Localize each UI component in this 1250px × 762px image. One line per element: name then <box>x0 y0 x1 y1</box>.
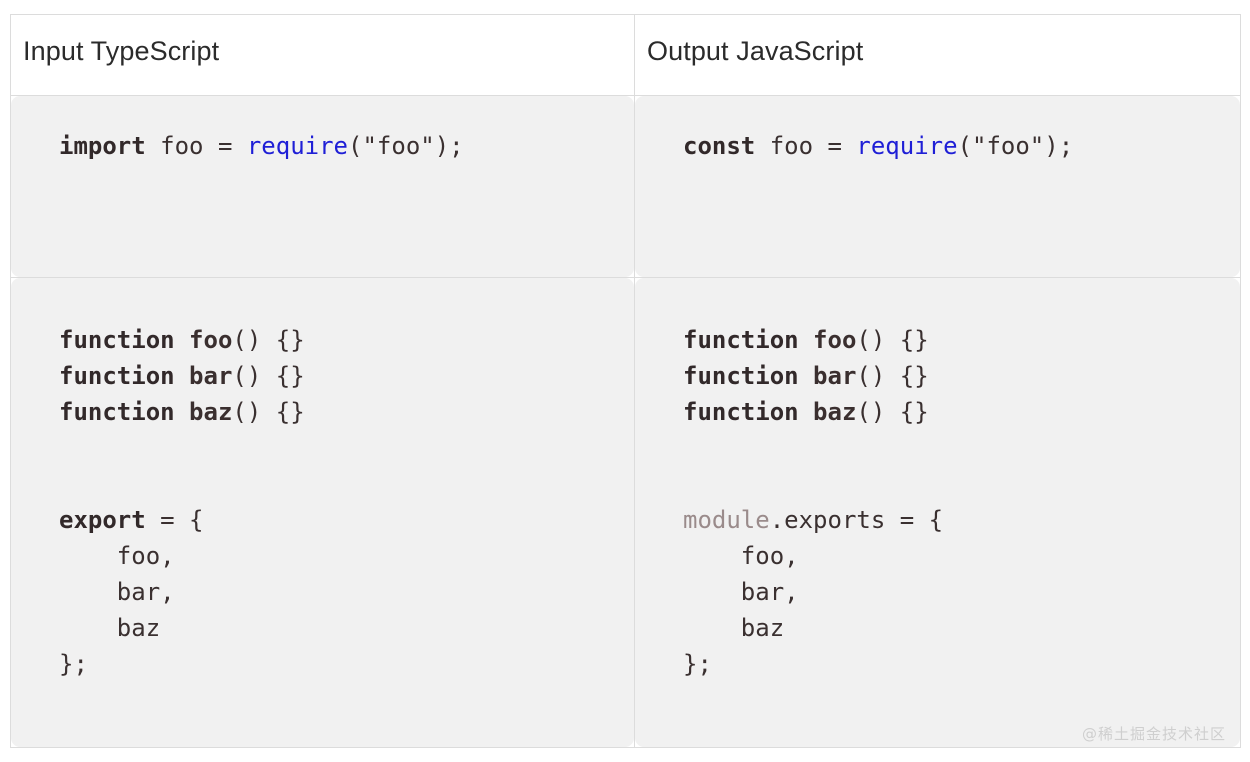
code-token-punc: () {} <box>856 326 929 354</box>
code-text-output-2: function foo() {} function bar() {} func… <box>683 322 1220 682</box>
code-token-fname: bar <box>189 362 233 390</box>
code-text-output-1: const foo = require("foo"); <box>683 128 1220 164</box>
code-token-kw: function <box>59 326 175 354</box>
code-token-plain: baz <box>683 614 785 642</box>
code-token-plain <box>175 326 189 354</box>
code-token-punc: ("foo"); <box>957 132 1074 160</box>
code-block-output-1: const foo = require("foo"); <box>635 96 1240 277</box>
code-token-kw: function <box>683 398 799 426</box>
code-token-fname: bar <box>813 362 857 390</box>
typescript-javascript-comparison-table: Input TypeScript Output JavaScript impor… <box>10 14 1241 748</box>
code-token-punc: () {} <box>232 398 305 426</box>
table-row: import foo = require("foo"); const foo =… <box>10 95 1241 278</box>
table-header-row: Input TypeScript Output JavaScript <box>10 14 1241 96</box>
column-header-output: Output JavaScript <box>634 14 1241 96</box>
code-block-input-2: function foo() {} function bar() {} func… <box>11 278 634 747</box>
code-token-plain <box>799 326 813 354</box>
code-token-punc: () {} <box>856 398 929 426</box>
code-token-kw: function <box>59 362 175 390</box>
code-token-plain: baz <box>59 614 161 642</box>
code-token-kw: function <box>683 326 799 354</box>
code-block-input-1: import foo = require("foo"); <box>11 96 634 277</box>
column-header-output-label: Output JavaScript <box>647 36 864 66</box>
code-token-plain: foo = <box>755 132 857 160</box>
code-cell-output-2: function foo() {} function bar() {} func… <box>634 277 1241 748</box>
code-blank-line <box>59 430 614 466</box>
code-token-plain: foo = <box>145 132 247 160</box>
column-header-input: Input TypeScript <box>10 14 635 96</box>
code-token-plain: foo, <box>59 542 175 570</box>
code-token-fname: foo <box>189 326 233 354</box>
code-cell-input-2: function foo() {} function bar() {} func… <box>10 277 635 748</box>
code-token-punc: .exports = { <box>769 506 944 534</box>
code-token-builtin: require <box>856 132 958 160</box>
code-token-punc: }; <box>59 650 88 678</box>
code-token-plain <box>799 362 813 390</box>
code-text-input-2: function foo() {} function bar() {} func… <box>59 322 614 682</box>
code-token-kw: function <box>683 362 799 390</box>
code-token-kw: import <box>59 132 146 160</box>
column-header-input-label: Input TypeScript <box>23 36 220 66</box>
code-token-kw: function <box>59 398 175 426</box>
watermark: @稀土掘金技术社区 <box>1081 725 1226 743</box>
code-token-builtin: require <box>246 132 349 160</box>
code-token-plain: bar, <box>59 578 175 606</box>
code-cell-input-1: import foo = require("foo"); <box>10 95 635 278</box>
code-token-punc: = { <box>145 506 204 534</box>
code-token-plain <box>799 398 813 426</box>
code-token-fname: baz <box>813 398 857 426</box>
code-blank-line <box>683 430 1220 466</box>
code-token-plain <box>175 398 189 426</box>
code-token-plain: bar, <box>683 578 799 606</box>
code-token-punc: ("foo"); <box>348 132 464 160</box>
code-token-punc: () {} <box>232 326 305 354</box>
code-cell-output-1: const foo = require("foo"); <box>634 95 1241 278</box>
table-row: function foo() {} function bar() {} func… <box>10 277 1241 748</box>
code-block-output-2: function foo() {} function bar() {} func… <box>635 278 1240 747</box>
code-token-module: module <box>683 506 770 534</box>
code-token-punc: () {} <box>856 362 929 390</box>
code-token-punc: }; <box>683 650 712 678</box>
code-token-fname: baz <box>189 398 233 426</box>
code-token-kw: const <box>683 132 756 160</box>
code-token-fname: foo <box>813 326 857 354</box>
code-token-kw: export <box>59 506 146 534</box>
code-token-punc: () {} <box>232 362 305 390</box>
code-token-plain: foo, <box>683 542 799 570</box>
code-token-plain <box>175 362 189 390</box>
code-text-input-1: import foo = require("foo"); <box>59 128 614 164</box>
